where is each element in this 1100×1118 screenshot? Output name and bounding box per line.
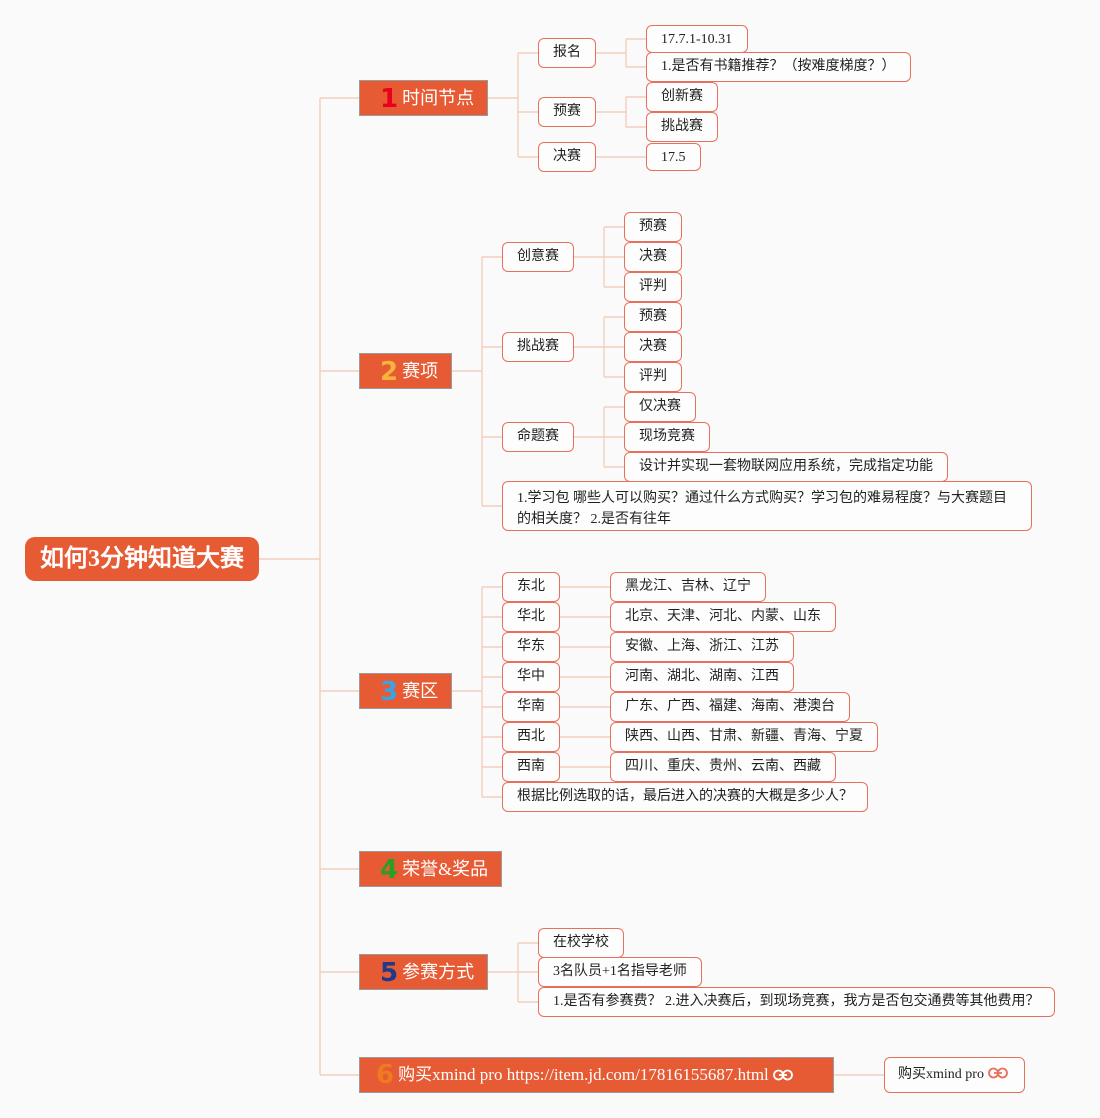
region-southwest-provinces[interactable]: 四川、重庆、贵州、云南、西藏 bbox=[610, 752, 836, 782]
topic-final[interactable]: 决赛 bbox=[538, 142, 596, 172]
topic-final-date[interactable]: 17.5 bbox=[646, 143, 701, 171]
topic-onsite-contest[interactable]: 现场竞赛 bbox=[624, 422, 710, 452]
buy-xmind-pro-label[interactable]: 购买xmind pro bbox=[898, 1067, 984, 1082]
region-north-provinces[interactable]: 北京、天津、河北、内蒙、山东 bbox=[610, 602, 836, 632]
region-central-provinces[interactable]: 河南、湖北、湖南、江西 bbox=[610, 662, 794, 692]
number-icon-4: 4 bbox=[380, 855, 399, 885]
topic-buy-xmind-pro-link[interactable]: 购买xmind pro bbox=[884, 1057, 1025, 1093]
topic-challenge-judging[interactable]: 评判 bbox=[624, 362, 682, 392]
region-northeast[interactable]: 东北 bbox=[502, 572, 560, 602]
topic-iot-system[interactable]: 设计并实现一套物联网应用系统，完成指定功能 bbox=[624, 452, 948, 482]
root-topic[interactable]: 如何3分钟知道大赛 bbox=[25, 537, 259, 581]
topic-creative-preliminary[interactable]: 预赛 bbox=[624, 212, 682, 242]
topic-creative-contest[interactable]: 创意赛 bbox=[502, 242, 574, 272]
topic-finalist-count-question[interactable]: 根据比例选取的话，最后进入的决赛的大概是多少人？ bbox=[502, 782, 868, 812]
region-northwest-provinces[interactable]: 陕西、山西、甘肃、新疆、青海、宁夏 bbox=[610, 722, 878, 752]
topic-preliminary[interactable]: 预赛 bbox=[538, 97, 596, 127]
branch-1-label: 时间节点 bbox=[402, 88, 475, 108]
region-east[interactable]: 华东 bbox=[502, 632, 560, 662]
branch-2-label: 赛项 bbox=[402, 361, 439, 381]
topic-final-only[interactable]: 仅决赛 bbox=[624, 392, 696, 422]
topic-creative-final[interactable]: 决赛 bbox=[624, 242, 682, 272]
topic-creative-judging[interactable]: 评判 bbox=[624, 272, 682, 302]
number-icon-1: 1 bbox=[380, 84, 399, 114]
branch-4-label: 荣誉&奖品 bbox=[402, 859, 489, 879]
topic-registration[interactable]: 报名 bbox=[538, 38, 596, 68]
topic-team-composition[interactable]: 3名队员+1名指导老师 bbox=[538, 957, 702, 987]
topic-book-recommendation[interactable]: 1.是否有书籍推荐？（按难度梯度？） bbox=[646, 52, 911, 82]
branch-3-label: 赛区 bbox=[402, 681, 439, 701]
topic-learning-package-question[interactable]: 1.学习包 哪些人可以购买？通过什么方式购买？学习包的难易程度？与大赛题目的相关… bbox=[502, 481, 1032, 531]
number-icon-2: 2 bbox=[380, 357, 399, 387]
topic-school[interactable]: 在校学校 bbox=[538, 928, 624, 958]
number-icon-5: 5 bbox=[380, 958, 399, 988]
topic-registration-date[interactable]: 17.7.1-10.31 bbox=[646, 25, 748, 53]
region-northwest[interactable]: 西北 bbox=[502, 722, 560, 752]
region-north[interactable]: 华北 bbox=[502, 602, 560, 632]
number-icon-3: 3 bbox=[380, 677, 399, 707]
link-icon[interactable] bbox=[988, 1067, 1008, 1079]
topic-fee-question[interactable]: 1.是否有参赛费？ 2.进入决赛后，到现场竞赛，我方是否包交通费等其他费用？ bbox=[538, 987, 1055, 1017]
topic-innovation-contest[interactable]: 创新赛 bbox=[646, 82, 718, 112]
branch-6-label[interactable]: 购买xmind pro https://item.jd.com/17816155… bbox=[398, 1065, 769, 1084]
branch-5-label: 参赛方式 bbox=[402, 962, 475, 982]
region-south[interactable]: 华南 bbox=[502, 692, 560, 722]
topic-challenge-final[interactable]: 决赛 bbox=[624, 332, 682, 362]
region-central[interactable]: 华中 bbox=[502, 662, 560, 692]
topic-challenge-contest[interactable]: 挑战赛 bbox=[646, 112, 718, 142]
region-east-provinces[interactable]: 安徽、上海、浙江、江苏 bbox=[610, 632, 794, 662]
region-northeast-provinces[interactable]: 黑龙江、吉林、辽宁 bbox=[610, 572, 766, 602]
topic-challenge-preliminary[interactable]: 预赛 bbox=[624, 302, 682, 332]
region-southwest[interactable]: 西南 bbox=[502, 752, 560, 782]
topic-challenge[interactable]: 挑战赛 bbox=[502, 332, 574, 362]
region-south-provinces[interactable]: 广东、广西、福建、海南、港澳台 bbox=[610, 692, 850, 722]
link-icon[interactable] bbox=[772, 1069, 793, 1081]
number-icon-6: 6 bbox=[376, 1060, 395, 1090]
topic-proposition-contest[interactable]: 命题赛 bbox=[502, 422, 574, 452]
